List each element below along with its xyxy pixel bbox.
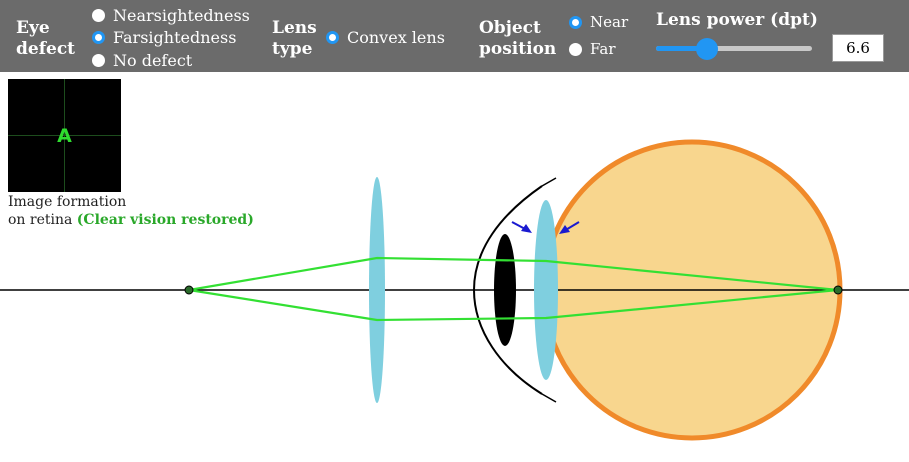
radio-label: Farsightedness	[113, 28, 237, 47]
radio-label: Nearsightedness	[113, 6, 250, 25]
object-point	[184, 285, 194, 295]
radio-label: Convex lens	[347, 28, 445, 47]
ray-lower	[188, 288, 839, 322]
sclera-edge-bottom	[541, 393, 557, 403]
eye-lens	[534, 200, 558, 380]
radio-far[interactable]: Far	[569, 40, 616, 58]
radio-near[interactable]: Near	[569, 13, 628, 31]
radio-dot-selected	[569, 15, 582, 29]
lens-power-slider[interactable]	[656, 38, 812, 60]
sclera-edge-top	[541, 177, 557, 187]
slider-thumb[interactable]	[696, 38, 718, 60]
radio-dot	[92, 9, 105, 22]
preview-canvas: A	[8, 79, 121, 192]
radio-convex-lens[interactable]: Convex lens	[326, 28, 445, 47]
slider-track	[656, 46, 812, 51]
accommodation-arrow-right	[559, 221, 580, 234]
lens-power-label: Lens power (dpt)	[656, 10, 818, 30]
slider-fill	[656, 46, 707, 51]
ray-upper	[188, 256, 839, 292]
lens-power-value-field[interactable]: 6.6	[832, 34, 884, 62]
caption-line1: Image formation	[8, 194, 127, 210]
retina-caption: Image formation on retina (Clear vision …	[8, 193, 254, 229]
accommodation-arrow-left	[511, 221, 532, 233]
preview-letter: A	[57, 125, 72, 147]
corrective-lens	[369, 177, 385, 403]
lens-type-label: Lens type	[272, 18, 317, 59]
toolbar: Eye defect Nearsightedness Farsightednes…	[0, 0, 909, 72]
radio-dot-selected	[326, 31, 339, 44]
status-text: (Clear vision restored)	[76, 212, 254, 228]
radio-nearsightedness[interactable]: Nearsightedness	[92, 6, 250, 25]
radio-farsightedness[interactable]: Farsightedness	[92, 28, 236, 47]
image-point	[833, 285, 843, 295]
radio-label: No defect	[113, 51, 193, 70]
radio-label: Near	[590, 13, 629, 31]
radio-dot	[92, 54, 105, 67]
radio-label: Far	[590, 40, 616, 58]
retina-image-preview: A	[8, 79, 121, 192]
object-position-label: Object position	[479, 18, 557, 59]
radio-dot-selected	[92, 31, 105, 44]
radio-dot	[569, 42, 582, 56]
radio-no-defect[interactable]: No defect	[92, 51, 192, 70]
caption-line2: on retina	[8, 212, 73, 228]
eye-defect-label: Eye defect	[16, 18, 76, 59]
